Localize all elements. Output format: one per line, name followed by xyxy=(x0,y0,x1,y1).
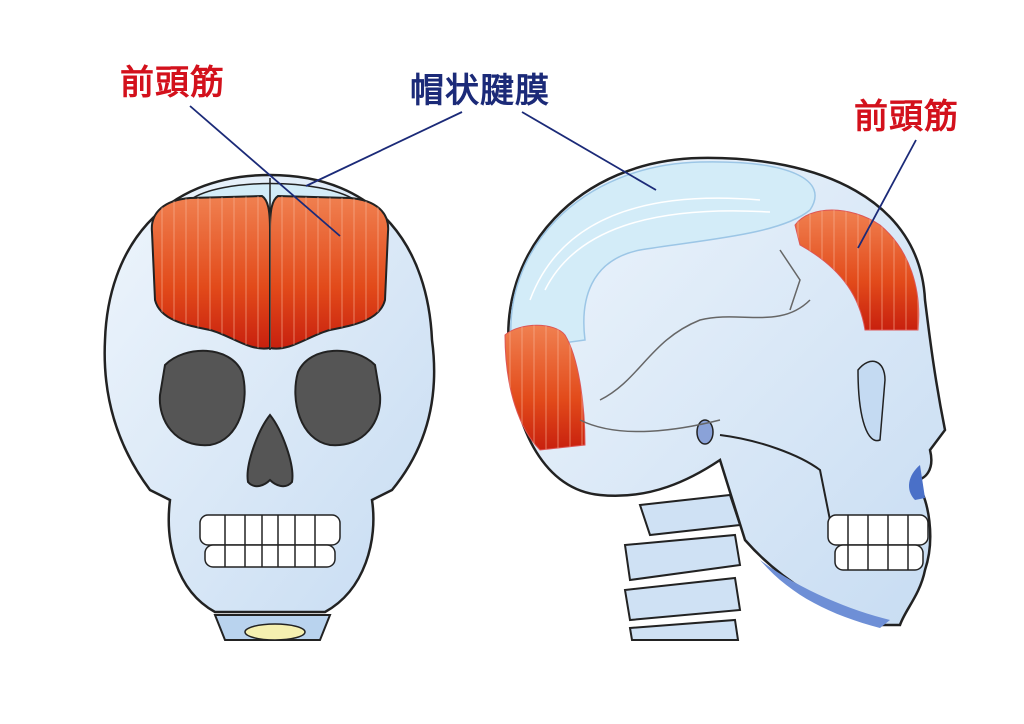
right-orbit xyxy=(294,349,382,447)
leader-aponeurosis-side xyxy=(521,111,657,191)
cervical-spine xyxy=(623,493,742,641)
label-frontalis-right: 前頭筋 xyxy=(854,97,959,137)
leader-aponeurosis-front xyxy=(305,111,463,187)
side-orbit xyxy=(857,360,886,442)
side-skull xyxy=(504,156,947,641)
front-teeth xyxy=(199,514,341,568)
leader-front-muscle-right xyxy=(857,139,917,249)
nasal-opening xyxy=(908,465,925,500)
label-frontalis-left: 前頭筋 xyxy=(120,63,225,103)
leader-front-muscle-left xyxy=(189,105,341,237)
front-skull xyxy=(103,173,436,641)
leader-lines xyxy=(189,105,917,249)
side-teeth xyxy=(827,514,929,571)
label-galea-aponeurotica: 帽状腱膜 xyxy=(410,71,550,111)
left-orbit xyxy=(158,349,246,447)
ear-canal xyxy=(696,419,714,445)
mandible-line xyxy=(719,434,831,521)
nasal-cavity xyxy=(246,413,294,488)
side-aponeurosis xyxy=(510,161,816,351)
